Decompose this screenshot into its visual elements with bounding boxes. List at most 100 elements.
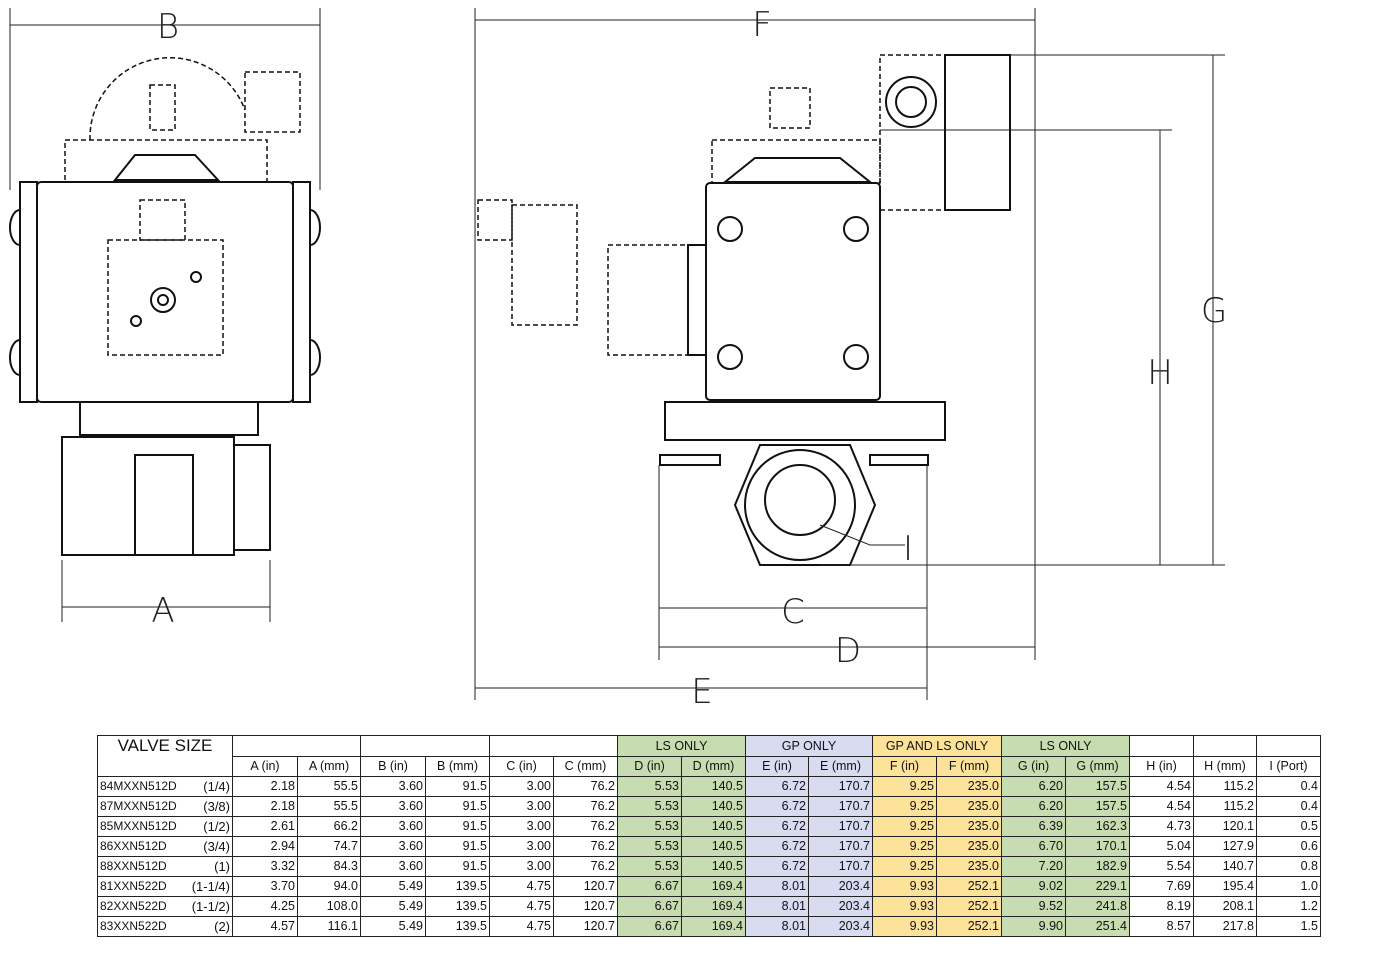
front-view <box>477 54 1011 566</box>
value-cell: 235.0 <box>936 795 1002 817</box>
value-cell: 120.7 <box>553 915 618 937</box>
value-cell: 0.8 <box>1256 855 1321 877</box>
value-cell: 76.2 <box>553 775 618 797</box>
value-cell: 140.5 <box>681 795 746 817</box>
value-cell: 170.7 <box>808 775 873 797</box>
value-cell: 203.4 <box>808 895 873 917</box>
dimension-lines <box>9 8 1225 700</box>
value-cell: 170.7 <box>808 815 873 837</box>
value-cell: 6.72 <box>745 855 809 877</box>
value-cell: 140.5 <box>681 815 746 837</box>
value-cell: 235.0 <box>936 775 1002 797</box>
column-header: G (mm) <box>1065 755 1130 777</box>
value-cell: 1.2 <box>1256 895 1321 917</box>
dimension-label-b: B <box>157 7 179 47</box>
value-cell: 170.7 <box>808 795 873 817</box>
value-cell: 6.70 <box>1001 835 1066 857</box>
value-cell: 9.02 <box>1001 875 1066 897</box>
model-number: 85MXXN512D <box>100 818 177 833</box>
value-cell: 9.25 <box>872 775 937 797</box>
dimension-label-h: H <box>1147 353 1173 393</box>
group-header: GP AND LS ONLY <box>872 735 1002 757</box>
valve-size-cell: 81XXN522D(1-1/4) <box>97 875 233 897</box>
dimension-label-e: E <box>691 672 712 712</box>
value-cell: 6.67 <box>617 895 682 917</box>
value-cell: 127.9 <box>1193 835 1257 857</box>
value-cell: 157.5 <box>1065 775 1130 797</box>
value-cell: 5.49 <box>360 875 426 897</box>
value-cell: 0.4 <box>1256 775 1321 797</box>
value-cell: 3.00 <box>489 835 554 857</box>
group-header: GP ONLY <box>745 735 873 757</box>
value-cell: 6.20 <box>1001 775 1066 797</box>
value-cell: 4.25 <box>232 895 298 917</box>
valve-size-cell: 86XXN512D(3/4) <box>97 835 233 857</box>
value-cell: 91.5 <box>425 815 490 837</box>
value-cell: 76.2 <box>553 835 618 857</box>
value-cell: 6.39 <box>1001 815 1066 837</box>
port-size: (3/8) <box>203 798 230 814</box>
value-cell: 1.0 <box>1256 875 1321 897</box>
value-cell: 2.18 <box>232 775 298 797</box>
value-cell: 203.4 <box>808 915 873 937</box>
value-cell: 2.18 <box>232 795 298 817</box>
group-header <box>232 735 361 757</box>
value-cell: 235.0 <box>936 815 1002 837</box>
value-cell: 1.5 <box>1256 915 1321 937</box>
group-header: LS ONLY <box>617 735 746 757</box>
value-cell: 252.1 <box>936 895 1002 917</box>
value-cell: 9.90 <box>1001 915 1066 937</box>
column-header: G (in) <box>1001 755 1066 777</box>
column-header: F (mm) <box>936 755 1002 777</box>
column-header: A (mm) <box>297 755 361 777</box>
value-cell: 7.69 <box>1129 875 1194 897</box>
value-cell: 6.72 <box>745 815 809 837</box>
value-cell: 140.5 <box>681 835 746 857</box>
dimension-label-a: A <box>151 591 174 631</box>
model-number: 87MXXN512D <box>100 798 177 813</box>
value-cell: 139.5 <box>425 875 490 897</box>
value-cell: 4.75 <box>489 895 554 917</box>
column-header: H (mm) <box>1193 755 1257 777</box>
dimension-label-c: C <box>781 592 805 632</box>
value-cell: 4.57 <box>232 915 298 937</box>
value-cell: 91.5 <box>425 795 490 817</box>
model-number: 88XXN512D <box>100 858 167 873</box>
valve-size-cell: 83XXN522D(2) <box>97 915 233 937</box>
value-cell: 229.1 <box>1065 875 1130 897</box>
value-cell: 170.7 <box>808 855 873 877</box>
value-cell: 108.0 <box>297 895 361 917</box>
value-cell: 0.4 <box>1256 795 1321 817</box>
value-cell: 7.20 <box>1001 855 1066 877</box>
port-size: (1) <box>214 858 230 874</box>
value-cell: 3.70 <box>232 875 298 897</box>
valve-size-cell: 84MXXN512D(1/4) <box>97 775 233 797</box>
value-cell: 140.7 <box>1193 855 1257 877</box>
value-cell: 91.5 <box>425 855 490 877</box>
value-cell: 5.53 <box>617 835 682 857</box>
value-cell: 9.93 <box>872 915 937 937</box>
port-size: (2) <box>214 918 230 934</box>
value-cell: 9.25 <box>872 815 937 837</box>
value-cell: 3.32 <box>232 855 298 877</box>
value-cell: 170.7 <box>808 835 873 857</box>
value-cell: 203.4 <box>808 875 873 897</box>
value-cell: 120.7 <box>553 895 618 917</box>
value-cell: 94.0 <box>297 875 361 897</box>
value-cell: 241.8 <box>1065 895 1130 917</box>
value-cell: 6.72 <box>745 775 809 797</box>
value-cell: 162.3 <box>1065 815 1130 837</box>
value-cell: 8.01 <box>745 875 809 897</box>
column-header: C (mm) <box>553 755 618 777</box>
value-cell: 169.4 <box>681 895 746 917</box>
group-header: LS ONLY <box>1001 735 1130 757</box>
value-cell: 4.75 <box>489 915 554 937</box>
value-cell: 251.4 <box>1065 915 1130 937</box>
value-cell: 4.54 <box>1129 795 1194 817</box>
column-header: H (in) <box>1129 755 1194 777</box>
